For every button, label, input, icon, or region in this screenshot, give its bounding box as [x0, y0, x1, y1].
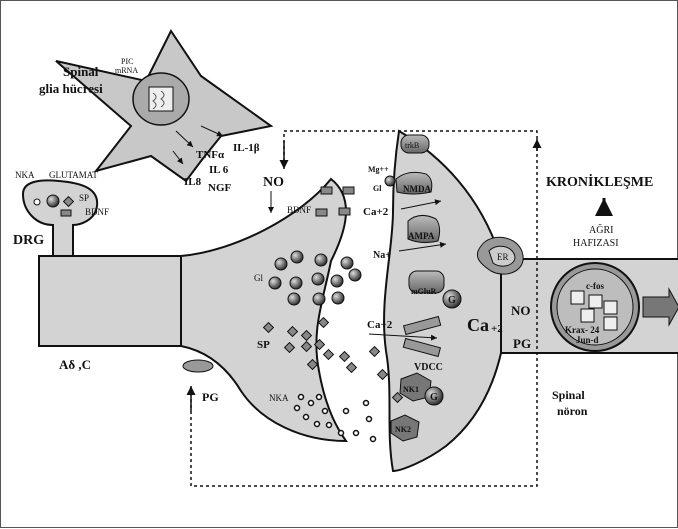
er-label: ER [497, 252, 509, 262]
nmda-label: NMDA [403, 184, 431, 194]
g2-label: G [430, 392, 438, 403]
ca1-label: Ca+2 [363, 206, 389, 218]
fiber-label: Aδ ,C [59, 357, 91, 372]
drg-vesicle [34, 199, 40, 205]
post-pg-label: PG [513, 336, 531, 351]
nk1-label: NK1 [403, 385, 419, 394]
g1-label: G [448, 295, 456, 306]
pre-nka-label: NKA [269, 393, 289, 403]
spinal-label: Spinal [552, 388, 585, 402]
glia-title-1: Spinal [63, 64, 99, 79]
krax-label: Krax- 24 [565, 325, 600, 335]
drg-nka-label: NKA [15, 170, 35, 180]
hafiza-label: HAFIZASI [573, 238, 619, 249]
pic-label: PIC [121, 57, 133, 66]
noron-label: nöron [557, 404, 588, 418]
pre-no-label: NO [263, 175, 284, 190]
kronik-label: KRONİKLEŞME [546, 173, 653, 190]
bdnf-vesicle [339, 208, 350, 215]
post-gl-label: Gl [373, 184, 382, 193]
mg-label: Mg++ [368, 165, 389, 174]
pre-sp-label: SP [257, 339, 270, 351]
pre-gl-label: Gl [254, 273, 263, 283]
pre-bdnf-label: BDNF [287, 205, 311, 215]
bdnf-vesicle [316, 209, 327, 216]
cfos-label: c-fos [586, 281, 604, 291]
mg-ion [385, 176, 395, 186]
jund-label: Jun-d [576, 335, 599, 345]
mglur-label: mGluR [411, 287, 437, 296]
drg-sp-label: SP [79, 193, 89, 203]
agri-label: AĞRI [589, 224, 613, 236]
pre-pg-label: PG [202, 390, 219, 404]
nk2-label: NK2 [395, 425, 411, 434]
drg-label: DRG [13, 233, 44, 248]
post-no-label: NO [511, 303, 531, 318]
drg-bdnf-label: BDNF [85, 207, 109, 217]
trkb-label: trkB [405, 141, 419, 150]
ca-big-label: Ca [467, 315, 489, 335]
mrna-label: mRNA [115, 66, 138, 75]
drg-bdnf-rect [61, 210, 71, 216]
glia-title-2: glia hücresi [39, 81, 103, 96]
pg-enzyme [183, 360, 213, 372]
tnf-label: TNFα [196, 149, 225, 161]
vdcc-label: VDCC [414, 362, 443, 373]
bdnf-vesicle [321, 187, 332, 194]
ca2-label: Ca+2 [367, 319, 393, 331]
il6-label: IL 6 [209, 164, 229, 176]
drg-glutamate-ball [47, 195, 59, 207]
ampa-label: AMPA [408, 231, 435, 241]
ca-big-sup: +2 [491, 323, 503, 335]
axon-fiber [39, 256, 201, 346]
ngf-label: NGF [208, 182, 232, 194]
na-label: Na+ [373, 250, 391, 261]
il1b-label: IL-1β [233, 142, 260, 154]
bdnf-vesicle [343, 187, 354, 194]
drg-glutamat-label: GLUTAMAT [49, 170, 98, 180]
il8-label: IL8 [184, 176, 202, 188]
